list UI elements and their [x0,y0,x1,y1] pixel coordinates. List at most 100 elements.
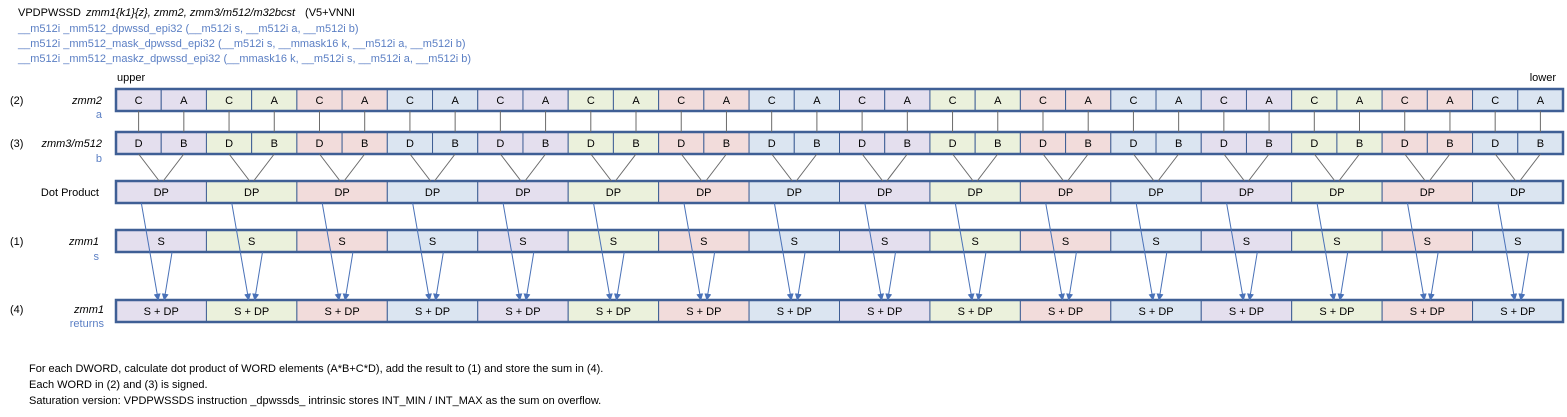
row-label-dot-product: Dot Product [41,187,99,199]
zmm3-cell-label: B [1085,138,1092,150]
zmm2-cell-label: C [496,95,504,107]
zmm3-cell-label: D [949,138,957,150]
note-2: Each WORD in (2) and (3) is signed. [29,379,208,391]
zmm3-cell-label: B [271,138,278,150]
dot-product-cell-label: DP [244,187,259,199]
zmm1-result-cell-label: S + DP [1500,306,1535,318]
zmm2-cell-label: A [451,95,459,107]
flow-arrow [683,202,704,301]
flow-line [343,153,366,182]
zmm2-cell-label: A [813,95,821,107]
flow-arrow [1406,202,1427,301]
flow-line [524,153,546,182]
zmm2-outline [114,87,1565,113]
zmm3-cell-label: B [451,138,458,150]
zmm2-cell-label: A [1085,95,1093,107]
flow-line [615,153,637,182]
zmm1-result-cell-label: S + DP [415,306,450,318]
flow-arrow [1156,251,1168,301]
zmm2-cell-label: A [723,95,731,107]
row-label-zmm1-src: zmm1 [68,236,99,248]
zmm2-cell-label: A [1537,95,1545,107]
row-label-zmm1-dst: zmm1 [73,304,104,316]
operands: zmm1{k1}{z}, zmm2, zmm3/m512/m32bcst [85,7,296,19]
zmm3-cell-label: D [587,138,595,150]
flow-arrow [593,202,613,301]
zmm1-src-cell-label: S [791,236,798,248]
row-num-zmm1-dst: (4) [10,304,23,316]
flow-arrow [1518,251,1530,301]
zmm1-src-cell-label: S [1152,236,1159,248]
zmm1-src-cell-label: S [1514,236,1521,248]
zmm1-src-cell-label: S [248,236,255,248]
dot-product-cell-label: DP [696,187,711,199]
zmm3-cell-label: B [1265,138,1272,150]
dot-product-cell-label: DP [1329,187,1344,199]
zmm2-cell-label: C [135,95,143,107]
flow-line [499,153,522,182]
flow-arrow [613,251,625,301]
zmm3-cell-label: B [542,138,549,150]
flow-line [1428,153,1451,182]
zmm2-cell-label: C [316,95,324,107]
dot-product-cell-label: DP [425,187,440,199]
zmm2-cell-label: C [587,95,595,107]
zmm3-cell-label: D [225,138,233,150]
dot-product-cell-label: DP [968,187,983,199]
flow-arrow [975,251,987,301]
flow-line [138,153,160,182]
dot-product-cell-label: DP [877,187,892,199]
flow-line [590,153,612,182]
flow-arrow [885,251,897,301]
dot-product-cell-label: DP [154,187,169,199]
flow-arrow [704,251,716,301]
zmm3-cell-label: B [1175,138,1182,150]
zmm1-result-cell-label: S + DP [958,306,993,318]
zmm3-cell-label: B [723,138,730,150]
flow-arrow [1497,202,1518,301]
zmm2-cell-label: A [180,95,188,107]
zmm2-cell-label: C [1220,95,1228,107]
zmm1-src-cell-label: S [1333,236,1340,248]
dot-product-cell-label: DP [515,187,530,199]
zmm1-result-cell-label: S + DP [867,306,902,318]
flow-line [771,153,793,182]
zmm1-result-cell-label: S + DP [325,306,360,318]
zmm3-cell-label: D [1129,138,1137,150]
flow-arrow [231,202,252,301]
zmm1-result-cell-label: S + DP [1048,306,1083,318]
flow-line [1519,153,1541,182]
zmm1-src-cell-label: S [338,236,345,248]
flow-line [1157,153,1180,182]
zmm2-cell-label: C [225,95,233,107]
dot-product-cell-label: DP [1058,187,1073,199]
zmm2-cell-label: C [677,95,685,107]
row-label-zmm3: zmm3/m512 [40,138,102,150]
flow-line [861,153,884,182]
flow-arrow [523,251,535,301]
dot-product-outline [114,179,1565,205]
flow-line [1248,153,1270,182]
flow-arrow [1066,251,1077,301]
zmm2-cell-label: A [1265,95,1273,107]
flow-arrow [433,251,444,301]
flow-line [228,153,251,182]
lower-label: lower [1530,72,1557,84]
intrinsic-2: __m512i _mm512_mask_dpwssd_epi32 (__m512… [17,38,466,50]
intrinsic-3: __m512i _mm512_maskz_dpwssd_epi32 (__mma… [17,53,471,65]
zmm2-cell-label: C [406,95,414,107]
zmm2-cell-label: C [1039,95,1047,107]
dot-product-cell-label: DP [1148,187,1163,199]
zmm1-src-cell-label: S [881,236,888,248]
flow-arrow [1316,202,1337,301]
row-sub-a: a [96,109,103,121]
dot-product-cell-label: DP [787,187,802,199]
zmm3-cell-label: B [180,138,187,150]
flow-arrow [1337,251,1349,301]
flow-line [1313,153,1336,182]
flow-line [680,153,703,182]
